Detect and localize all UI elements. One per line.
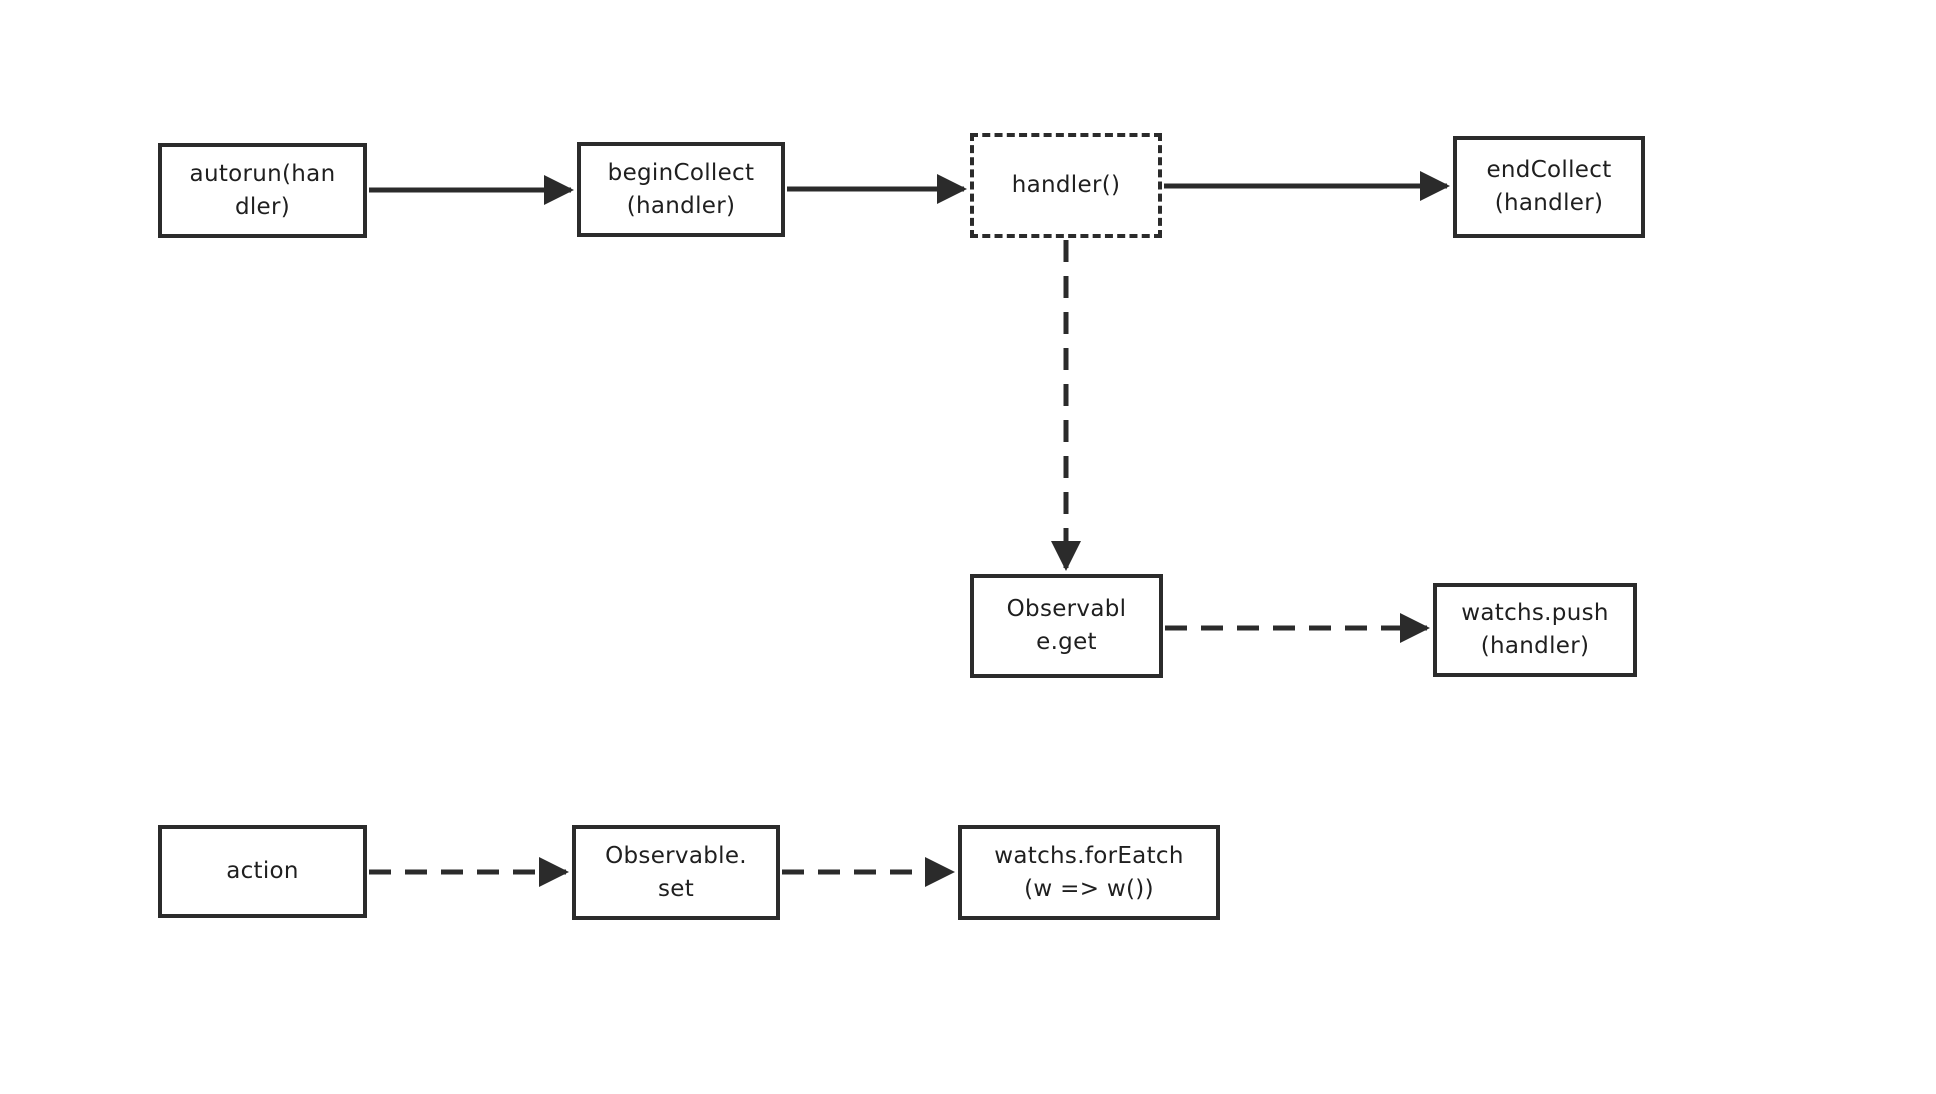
node-label-line: (handler) <box>1494 190 1604 216</box>
node-label-line: watchs.forEatch <box>994 842 1184 869</box>
node-label-line: action <box>226 858 299 884</box>
node-observable-set: Observable. set <box>572 825 780 920</box>
node-label-line: dler) <box>234 193 291 220</box>
node-begin-collect: beginCollect (handler) <box>577 142 785 237</box>
node-label-line: set <box>657 875 695 902</box>
node-label-line: autorun(han <box>189 160 336 187</box>
node-label-line: (w => w()) <box>1024 875 1154 902</box>
node-label-line: handler() <box>1011 172 1121 198</box>
node-label-line: Observable. <box>605 842 747 869</box>
node-autorun: autorun(han dler) <box>158 143 367 238</box>
node-label-line: (handler) <box>626 192 736 219</box>
node-handler: handler() <box>970 133 1162 238</box>
node-end-collect: endCollect (handler) <box>1453 136 1645 238</box>
node-label-line: beginCollect <box>607 159 755 186</box>
node-label-line: watchs.push <box>1461 600 1609 626</box>
node-watchs-push: watchs.push (handler) <box>1433 583 1637 677</box>
node-watchs-foreatch: watchs.forEatch (w => w()) <box>958 825 1220 920</box>
node-label-line: endCollect <box>1486 157 1612 183</box>
node-label-line: (handler) <box>1480 633 1590 659</box>
node-observable-get: Observabl e.get <box>970 574 1163 678</box>
node-label-line: Observabl <box>1006 596 1127 622</box>
node-action: action <box>158 825 367 918</box>
node-label-line: e.get <box>1036 629 1097 655</box>
